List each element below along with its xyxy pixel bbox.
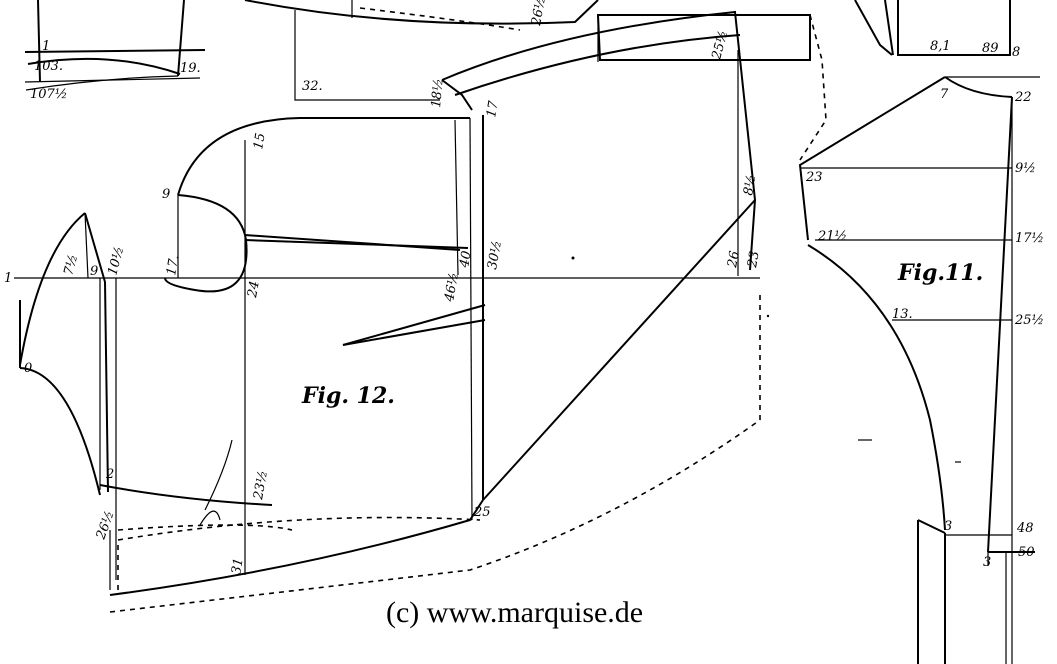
- label-f12-24: 24: [245, 280, 263, 300]
- label-f12-1: 1: [4, 271, 12, 286]
- label-f11-3b: 3: [983, 555, 991, 570]
- label-f12-9b: 9: [90, 264, 98, 279]
- label-tl-19: 19.: [180, 61, 201, 76]
- label-f12-26half: 26½: [93, 509, 117, 542]
- label-f12-26: 26: [725, 250, 743, 270]
- label-f12-23half: 23½: [251, 469, 271, 501]
- label-tm-32: 32.: [302, 79, 323, 94]
- fig12-pattern: 9 15 1 7½ 9 10½ 17. 24 46½ 40 30½ 26 23 …: [4, 10, 763, 613]
- label-f12-30half: 30½: [485, 239, 505, 270]
- label-tm-17: 17: [484, 99, 502, 119]
- label-f12-9a: 9: [162, 187, 170, 202]
- scatter-marks: [571, 256, 961, 463]
- label-f11-48: 48: [1016, 521, 1034, 536]
- label-f12-15: 15: [251, 132, 269, 151]
- label-tm-25half: 25½: [709, 29, 731, 62]
- label-f11-21half: 21½: [817, 229, 847, 244]
- label-f12-0: 0: [24, 361, 32, 376]
- fig11-pattern: 7 22 23 9½ 21½ 17½ 13. 25½ 3 48 3 50 Fig…: [798, 76, 1044, 664]
- label-tm-18half: 18½: [429, 78, 446, 108]
- label-f11-3a: 3: [944, 519, 952, 534]
- label-f11-7: 7: [940, 87, 949, 102]
- label-tm-89: 89: [982, 41, 999, 56]
- label-tl-103: 103.: [34, 59, 63, 74]
- label-f11-17half: 17½: [1015, 231, 1044, 246]
- label-f12-8half: 8½: [741, 174, 759, 197]
- label-tl-1: 1: [42, 39, 50, 54]
- watermark: (c) www.marquise.de: [386, 596, 643, 629]
- label-f11-9half: 9½: [1015, 161, 1036, 176]
- label-f12-10half: 10½: [105, 245, 127, 277]
- label-f12-25: 25: [473, 505, 491, 520]
- label-f11-50: 50: [1018, 545, 1035, 560]
- label-f11-13: 13.: [892, 307, 913, 322]
- label-f12-2: 2: [105, 467, 114, 482]
- label-f12-46half: 46½: [442, 271, 462, 303]
- label-tm-81: 8,1: [930, 39, 951, 54]
- label-f12-31: 31: [229, 557, 247, 576]
- top-left-fragment: 1 103. 107½ 19.: [24, 0, 206, 102]
- label-tm-8: 8: [1012, 45, 1020, 60]
- label-f11-25half: 25½: [1014, 313, 1044, 328]
- top-middle-fragment: 32. 18½ 17 25½ 26½ 8,1 89 8: [244, 0, 1020, 161]
- label-f11-23: 23: [805, 170, 823, 185]
- label-f12-17: 17.: [164, 254, 182, 277]
- label-f12-40: 40: [457, 250, 475, 270]
- fig12-title: Fig. 12.: [301, 383, 395, 409]
- label-f12-23: 23: [745, 250, 763, 270]
- label-f11-22: 22: [1014, 90, 1032, 105]
- label-tm-26half: 26½: [529, 0, 549, 28]
- label-tl-107: 107½: [30, 87, 67, 102]
- label-f12-7half: 7½: [61, 253, 81, 277]
- fig11-title: Fig.11.: [897, 260, 983, 286]
